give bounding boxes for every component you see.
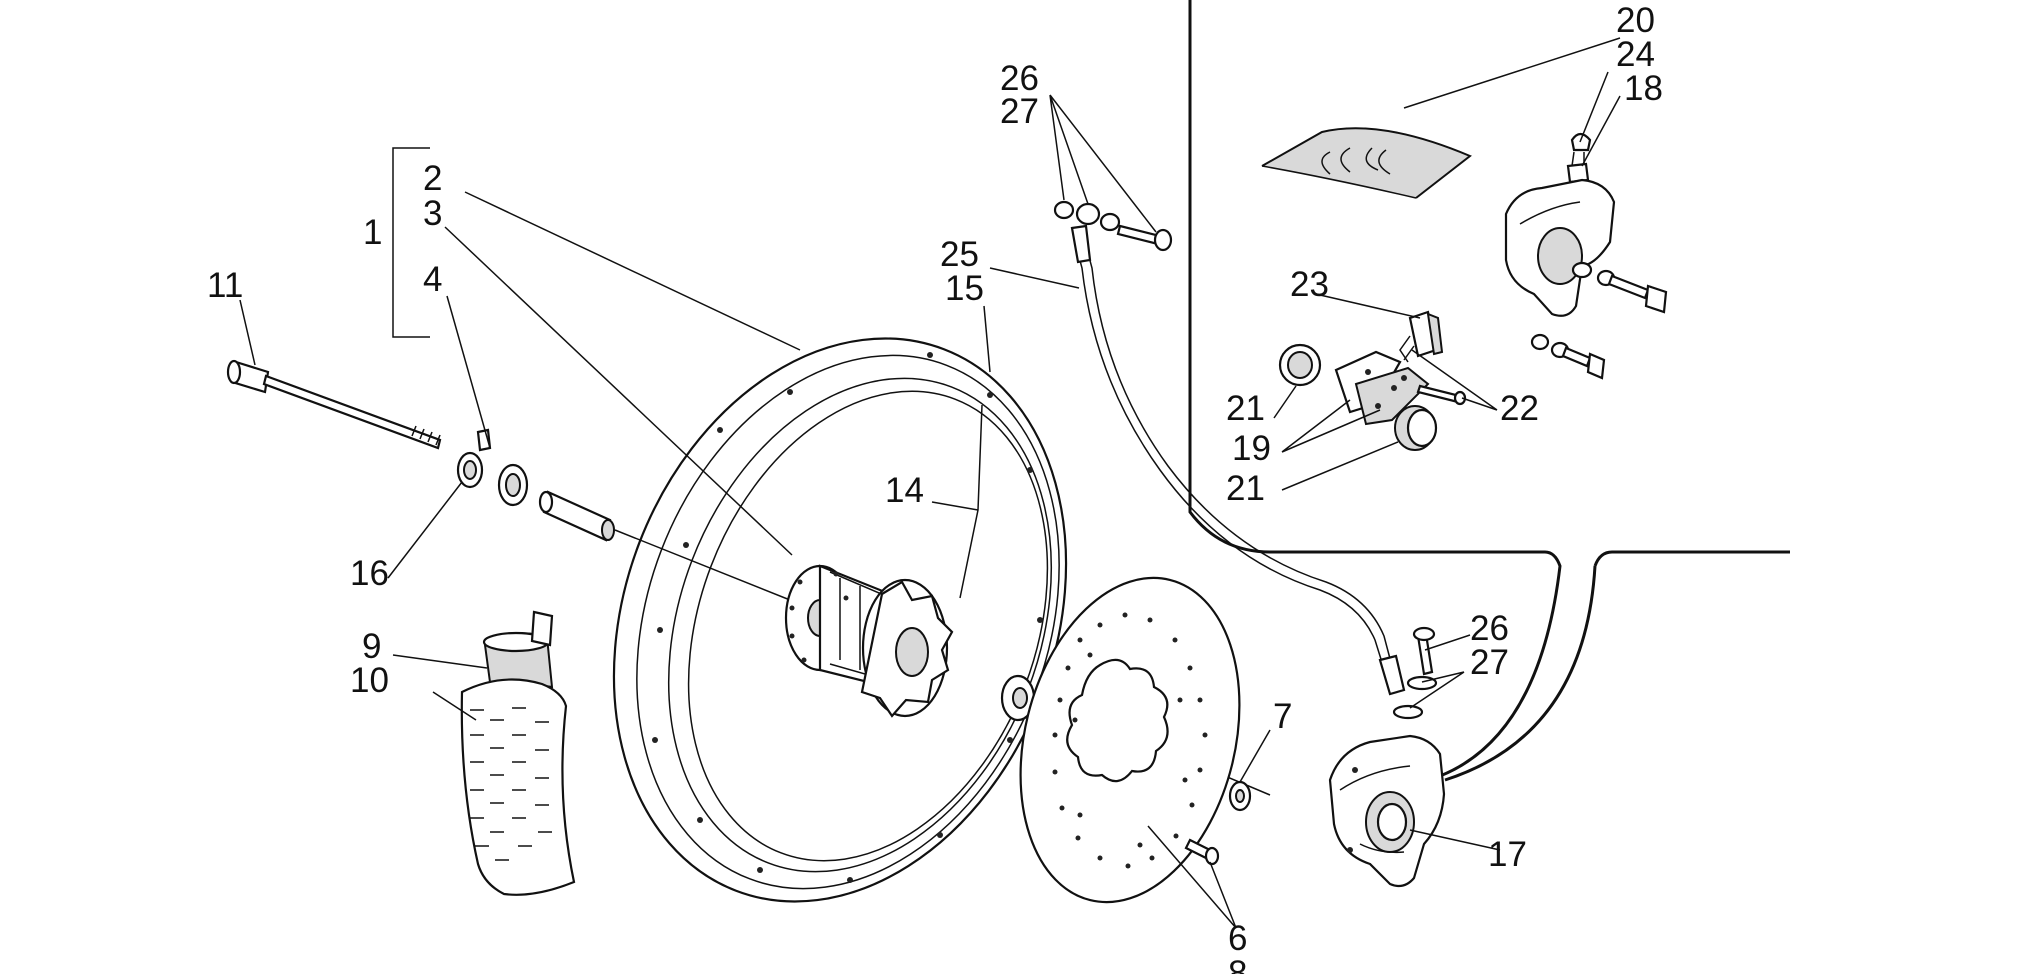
seal-kit-bag [1261, 127, 1472, 199]
leader-lines [239, 37, 1621, 929]
label-20: 20 [1616, 1, 1655, 40]
axle [226, 359, 442, 450]
label-26a: 26 [1000, 59, 1039, 98]
label-21b: 21 [1226, 469, 1265, 508]
label-8: 8 [1228, 954, 1247, 974]
wheel-hub [784, 564, 954, 718]
label-17: 17 [1488, 835, 1527, 874]
label-2: 2 [423, 159, 442, 198]
label-6: 6 [1228, 919, 1247, 958]
label-22: 22 [1500, 389, 1539, 428]
washer-7 [1228, 780, 1252, 812]
callout-labels: 1 2 3 4 11 16 9 10 14 25 15 26 27 7 6 8 … [207, 1, 1663, 974]
label-15: 15 [945, 269, 984, 308]
pad-pin [1416, 384, 1467, 406]
label-7: 7 [1273, 697, 1292, 736]
axle-nut [456, 428, 492, 489]
piston-lower [1394, 405, 1438, 451]
spacer-tube [538, 490, 615, 542]
inset-frame [1188, 0, 1790, 778]
label-25: 25 [940, 235, 979, 274]
label-16: 16 [350, 554, 389, 593]
banjo-bottom [1392, 626, 1438, 720]
label-24: 24 [1616, 35, 1655, 74]
label-27b: 27 [1470, 643, 1509, 682]
bearing-hub-right [1000, 674, 1036, 722]
group-bracket [392, 147, 430, 338]
label-19: 19 [1232, 429, 1271, 468]
label-27a: 27 [1000, 92, 1039, 131]
label-14: 14 [885, 471, 924, 510]
label-9: 9 [362, 627, 381, 666]
label-26b: 26 [1470, 609, 1509, 648]
tyre [460, 678, 576, 896]
pad-spring [1399, 310, 1444, 363]
disc-holes [1052, 612, 1208, 869]
label-1: 1 [363, 213, 382, 252]
bleeder-valve [1566, 132, 1592, 184]
label-10: 10 [350, 661, 389, 700]
label-18: 18 [1624, 69, 1663, 108]
disc-bolt [1184, 838, 1220, 866]
brake-hose [1070, 224, 1406, 696]
label-21a: 21 [1226, 389, 1265, 428]
inset-frame-tail [1444, 565, 1597, 782]
bearing-4 [497, 463, 529, 507]
label-3: 3 [423, 194, 442, 233]
brake-disc [1019, 576, 1241, 904]
inset-bolt-long [1571, 261, 1668, 314]
label-4: 4 [423, 260, 442, 299]
brake-caliper-inset [1504, 178, 1616, 317]
brake-caliper-main [1328, 734, 1446, 888]
rim-holes [652, 352, 1043, 883]
banjo-top [1053, 200, 1173, 252]
inset-bolt-short [1530, 333, 1606, 380]
piston-upper [1278, 343, 1322, 387]
label-11: 11 [207, 266, 243, 305]
label-23: 23 [1290, 265, 1329, 304]
